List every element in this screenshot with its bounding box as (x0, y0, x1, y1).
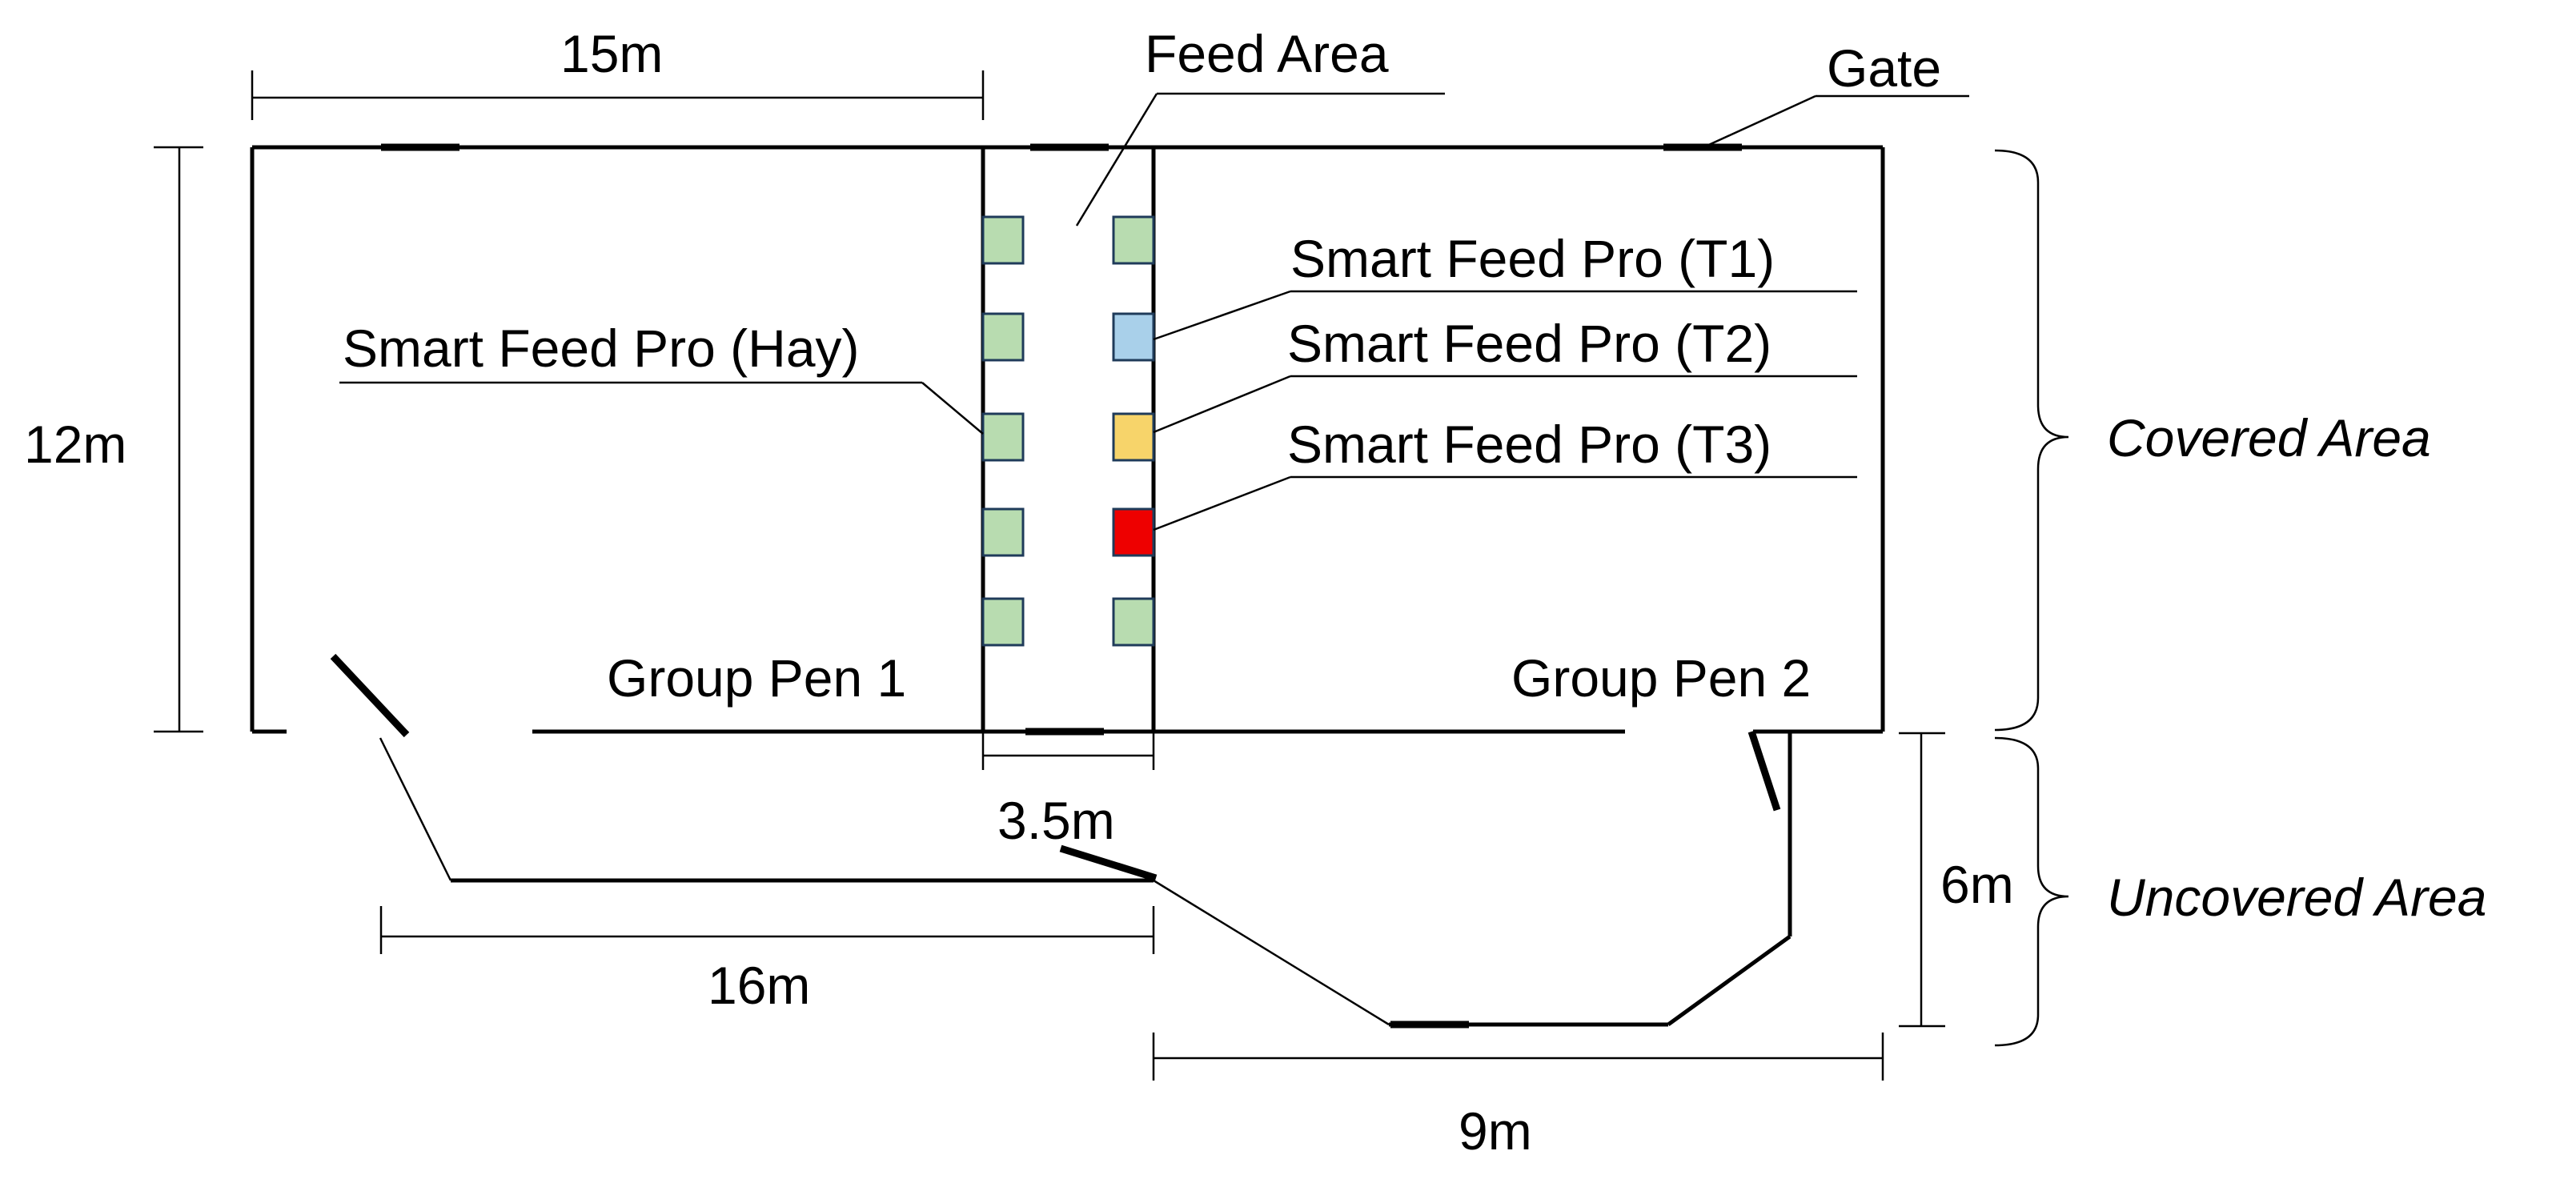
covered-area-label: Covered Area (2107, 408, 2431, 467)
feed-area-label: Feed Area (1145, 24, 1389, 83)
gates (330, 143, 1781, 1029)
dim-3-5m-label: 3.5m (997, 791, 1115, 850)
t3-leader (1153, 475, 1291, 531)
t1-leader (1153, 290, 1291, 341)
gate-label: Gate (1827, 38, 1941, 98)
sfp-t1-label: Smart Feed Pro (T1) (1290, 229, 1775, 288)
feeder-t1 (1112, 312, 1155, 362)
uncovered-area-label: Uncovered Area (2107, 868, 2486, 927)
dim-15m-label: 15m (560, 24, 663, 83)
dimension-lines (154, 70, 1945, 1081)
gate-uncovered-swing (1059, 844, 1158, 882)
feeder-right-hay-top (1112, 215, 1155, 265)
dim-12m-label: 12m (24, 415, 126, 474)
uncovered-right-diagonal (1667, 934, 1792, 1027)
hay-leader (921, 382, 984, 435)
feeders-right (1112, 215, 1155, 647)
uncovered-walls (379, 732, 1792, 1027)
feed-area-leader (1075, 93, 1158, 227)
area-braces (1994, 149, 2069, 1047)
feeder-t2 (1112, 412, 1155, 462)
t2-leader (1153, 375, 1291, 434)
sfp-hay-label: Smart Feed Pro (Hay) (343, 319, 860, 378)
sfp-t3-label: Smart Feed Pro (T3) (1287, 415, 1772, 474)
gate-pen2-swing (1747, 730, 1781, 812)
covered-area-brace (1994, 149, 2069, 732)
feeder-hay-3 (981, 412, 1025, 462)
labels: Feed Area Gate Smart Feed Pro (T1) Smart… (343, 24, 2486, 927)
dim-6m-label: 6m (1940, 855, 2014, 914)
group-pen-1-label: Group Pen 1 (607, 648, 906, 708)
feeder-hay-1 (981, 215, 1025, 265)
gate-leader (1703, 94, 1816, 149)
feeder-hay-2 (981, 312, 1025, 362)
group-pen-2-label: Group Pen 2 (1511, 648, 1811, 708)
uncovered-left-diagonal (379, 737, 452, 881)
feeder-right-hay-bottom (1112, 597, 1155, 647)
dimension-labels: 15m 12m 3.5m 16m 6m 9m (24, 24, 2014, 1161)
dim-9m-label: 9m (1459, 1101, 1532, 1161)
uncovered-mid-diagonal (1153, 879, 1390, 1026)
uncovered-area-brace (1994, 736, 2069, 1047)
dim-16m-label: 16m (708, 956, 810, 1015)
feeder-hay-5 (981, 597, 1025, 647)
feeder-t3 (1112, 507, 1155, 557)
sfp-t2-label: Smart Feed Pro (T2) (1287, 314, 1772, 373)
feeders-hay (981, 215, 1025, 647)
feeder-hay-4 (981, 507, 1025, 557)
gate-pen1-swing (330, 653, 410, 738)
callout-leaders (339, 92, 1969, 531)
